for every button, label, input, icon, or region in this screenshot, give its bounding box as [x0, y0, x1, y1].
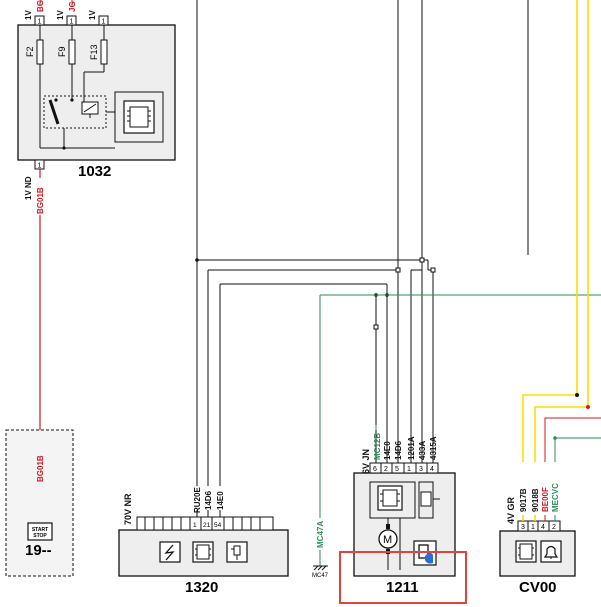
- wire-1211-mc12b: MC12B: [373, 433, 382, 460]
- wire-cv00-be00f: BE00F: [541, 487, 550, 512]
- wire-cv00-mecvc: MECVC: [551, 483, 560, 512]
- pin-1211-5: 5: [395, 466, 399, 473]
- ecu-chip-icon-cv00: [515, 540, 537, 563]
- pin-cv00-1: 1: [531, 524, 535, 531]
- ecu-chip-icon-1320: [192, 541, 214, 563]
- bell-icon: [540, 540, 562, 563]
- module-cv00-id: CV00: [519, 579, 557, 596]
- module-1032-id: 1032: [78, 163, 111, 180]
- pin-1320-21: 21: [203, 522, 211, 529]
- wire-1211-4315a: 4315A: [429, 436, 438, 460]
- fuse-f13-label: F13: [89, 44, 99, 60]
- pin-1320-54: 54: [214, 522, 222, 529]
- pin-label-3: 1V: [88, 10, 97, 20]
- wire-1320-ru20e: RU20E: [193, 487, 202, 513]
- module-1211[interactable]: 6 2 5 1 3 4 6V JN MC12B 14E0 14D6 1201A …: [353, 433, 456, 596]
- fuse-f9-label: F9: [57, 46, 67, 57]
- module-1320[interactable]: 1 21 54 RU20E 14D6 14E0 70V NR 1320: [118, 487, 289, 596]
- pin-1032-top-2: 1: [70, 19, 74, 26]
- wire-label-jg: JG: [68, 1, 77, 12]
- module-19-id: 19--: [25, 542, 52, 559]
- pin-1211-1: 1: [407, 466, 411, 473]
- wire-1211-14e0: 14E0: [383, 441, 392, 460]
- module-1032[interactable]: 1 1 1 F2 F9 F13: [17, 15, 176, 214]
- pin-label-2: 1V: [56, 10, 65, 20]
- lightning-icon: [159, 541, 181, 563]
- fuse-f13-icon: [100, 39, 108, 65]
- pin-1211-4: 4: [430, 466, 434, 473]
- pin-cv00-4: 4: [541, 524, 545, 531]
- svg-text:STOP: STOP: [33, 533, 47, 539]
- fuse-f2-label: F2: [25, 46, 35, 57]
- ecu-chip-icon-1211: [377, 485, 403, 511]
- wire-1211-1201a: 1201A: [407, 436, 416, 460]
- pin-1211-2: 2: [384, 466, 388, 473]
- module-1211-id: 1211: [386, 579, 419, 596]
- module-1320-id: 1320: [185, 579, 218, 596]
- pin-1032-top-3: 1: [102, 19, 106, 26]
- module-19[interactable]: BG01B START STOP 19--: [5, 429, 74, 577]
- wire-junctions: [195, 257, 436, 330]
- pin-1032-bottom: 1: [38, 163, 42, 170]
- svg-text:M: M: [383, 534, 392, 546]
- wire-1320-14d6: 14D6: [204, 490, 213, 510]
- svg-text:START: START: [32, 527, 48, 533]
- pin-1211-3: 3: [419, 466, 423, 473]
- wire-label-bg01b-bottom: BG01B: [36, 455, 45, 482]
- highlight-box: [339, 551, 467, 604]
- pin-1320-1: 1: [193, 522, 197, 529]
- connector-1211: 6V JN: [361, 449, 371, 474]
- wire-1211-433a: 433A: [418, 441, 427, 460]
- wire-1320-14e0: 14E0: [216, 491, 225, 510]
- pin-cv00-3: 3: [521, 524, 525, 531]
- wire-label-mc47a: MC47A: [316, 521, 325, 548]
- pin-1032-top-1: 1: [38, 19, 42, 26]
- start-stop-icon: START STOP: [27, 522, 53, 541]
- connector-1320: 70V NR: [123, 493, 133, 525]
- ground-symbol: MC47: [312, 565, 329, 579]
- pin-label-1v-nd: 1V ND: [24, 176, 33, 200]
- injector-icon: [226, 541, 248, 563]
- wire-1211-14d6: 14D6: [394, 440, 403, 460]
- pin-cv00-2: 2: [552, 524, 556, 531]
- ecu-chip-icon: [123, 100, 155, 134]
- pin-label-1: 1V: [24, 10, 33, 20]
- wire-label-bg01b-top: BG01B: [36, 187, 45, 214]
- green-wires: [319, 294, 601, 566]
- top-connector-labels: 1V BG 1V JG 1V: [24, 0, 97, 20]
- fuse-f9-icon: [68, 39, 76, 65]
- black-wire-harness: [196, 0, 529, 486]
- wire-cv00-9018b: 9018B: [531, 488, 540, 512]
- wire-cv00-9017b: 9017B: [519, 488, 528, 512]
- fuse-f2-icon: [36, 39, 44, 65]
- pin-1211-6: 6: [373, 466, 377, 473]
- connector-cv00: 4V GR: [506, 496, 516, 524]
- module-cv00[interactable]: 3 1 4 2 4V GR 9017B 9018B BE00F MECVC CV…: [499, 483, 576, 596]
- ground-label: MC47: [312, 573, 329, 579]
- yellow-red-wires: [522, 0, 601, 462]
